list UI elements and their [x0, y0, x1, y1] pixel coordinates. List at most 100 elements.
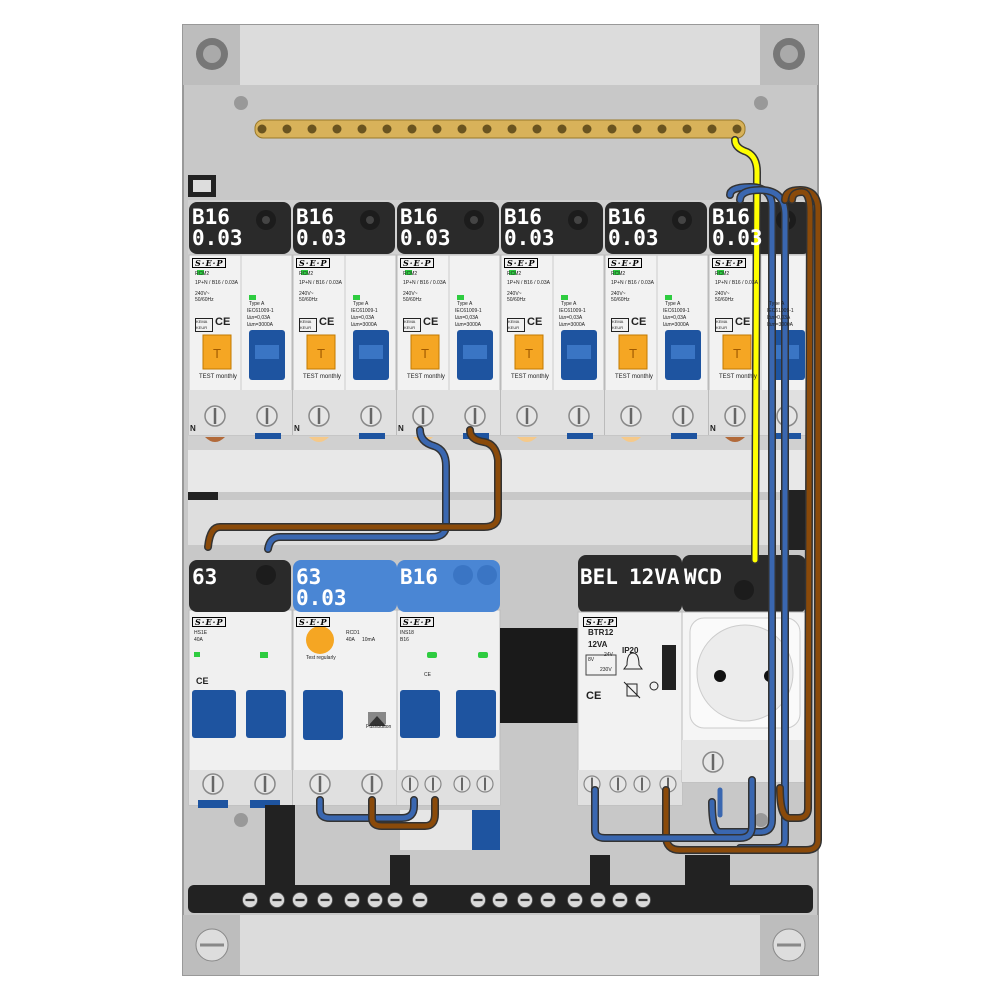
spec-text: Type A: [561, 301, 577, 307]
terminal-screw-icon: [619, 404, 643, 428]
sensitivity: 0.03: [296, 226, 347, 250]
spec-text: HS1E: [194, 630, 208, 636]
mcb-label: B16: [400, 565, 438, 589]
main-switch-label: 63: [192, 565, 218, 589]
spec-text: I∆n=0,03A: [351, 315, 375, 321]
spec-text: 40A: [346, 637, 355, 643]
socket-label: WCD: [684, 565, 722, 589]
breaker-toggle[interactable]: [561, 330, 597, 380]
terminal-screw-icon: [492, 892, 508, 908]
neutral-mark: N: [398, 424, 404, 433]
spec-text: 1P+N / B16 / 0.03A: [299, 280, 342, 286]
test-button[interactable]: T: [514, 334, 544, 370]
ce-mark: CE: [735, 316, 751, 328]
ce-mark: CE: [423, 316, 439, 328]
svg-text:T: T: [316, 347, 325, 361]
spec-text: IEC61009-1: [559, 308, 586, 314]
terminal-screw-icon: [317, 892, 333, 908]
terminal-screw-icon: [475, 774, 495, 794]
ce-mark: CE: [631, 316, 647, 328]
ce-mark: CE: [215, 316, 231, 328]
waste-bin-icon: [623, 681, 641, 699]
rcbo-module: T: [396, 202, 501, 442]
terminal-screw-icon: [344, 892, 360, 908]
spec-text: 240V~: [299, 291, 314, 297]
breaker-toggle[interactable]: [457, 330, 493, 380]
spec-text: 230V: [600, 667, 612, 673]
brand-logo: S·E·P: [296, 617, 331, 627]
spec-text: 50/60Hz: [299, 297, 318, 303]
spec-text: Type A: [249, 301, 265, 307]
terminal-screw-icon: [412, 892, 428, 908]
terminal-screw-icon: [590, 892, 606, 908]
terminal-screw-icon: [612, 892, 628, 908]
spec-text: 240V~: [195, 291, 210, 297]
ce-mark: CE: [196, 676, 209, 686]
terminal-screw-icon: [463, 404, 487, 428]
brand-logo: S·E·P: [712, 258, 747, 268]
spec-text: IEC61009-1: [767, 308, 794, 314]
rcd-toggle[interactable]: [303, 690, 343, 740]
terminal-screw-icon: [201, 772, 225, 796]
spec-text: RCM2: [195, 271, 210, 277]
bell-icon: [623, 652, 643, 670]
terminal-screw-icon: [671, 404, 695, 428]
breaker-toggle[interactable]: [665, 330, 701, 380]
spec-text: RCM2: [507, 271, 522, 277]
test-button[interactable]: T: [306, 334, 336, 370]
rating: B16: [296, 205, 334, 229]
rcd-label: 63: [296, 565, 322, 589]
spec-text: 1P+N / B16 / 0.03A: [403, 280, 446, 286]
svg-text:T: T: [212, 347, 221, 361]
rcbo-module: T: [604, 202, 709, 442]
spec-text: 1P+N / B16 / 0.03A: [195, 280, 238, 286]
spec-text: 12VA: [588, 640, 608, 649]
terminal-screw-icon: [517, 892, 533, 908]
test-button[interactable]: T: [202, 334, 232, 370]
spec-text: 10mA: [362, 637, 376, 643]
sensitivity: 0.03: [712, 226, 763, 250]
rcd-sensitivity: 0.03: [296, 586, 347, 610]
spec-text: 8V: [588, 657, 595, 663]
spec-text: IEC61009-1: [663, 308, 690, 314]
spec-text: I∆n=0,03A: [663, 315, 687, 321]
spec-text: 40A: [194, 637, 203, 643]
test-button[interactable]: T: [722, 334, 752, 370]
terminal-screw-icon: [269, 892, 285, 908]
breaker-toggle[interactable]: [353, 330, 389, 380]
sensitivity: 0.03: [192, 226, 243, 250]
spec-text: 240V~: [611, 291, 626, 297]
test-label: Test regularly: [306, 655, 336, 661]
terminal-screw-icon: [307, 404, 331, 428]
spec-text: Type A: [665, 301, 681, 307]
main-switch-toggle[interactable]: [192, 690, 286, 738]
neutral-bar: [242, 892, 651, 908]
terminal-screw-icon: [423, 774, 443, 794]
mcb-toggle[interactable]: [400, 690, 496, 738]
spec-text: I∆n=0,03A: [559, 315, 583, 321]
spec-text: Pushbutton: [366, 724, 392, 730]
spec-text: I∆m=3000A: [663, 322, 689, 328]
brand-logo: S·E·P: [192, 617, 227, 627]
brand-logo: S·E·P: [608, 258, 643, 268]
terminal-screw-icon: [387, 892, 403, 908]
ce-mark: CE: [586, 690, 602, 702]
neutral-mark: N: [294, 424, 300, 433]
test-button[interactable]: T: [410, 334, 440, 370]
breaker-toggle[interactable]: [249, 330, 285, 380]
brand-logo: S·E·P: [504, 258, 539, 268]
brand-logo: S·E·P: [192, 258, 227, 268]
spec-text: I∆n=0,03A: [247, 315, 271, 321]
terminal-screw-icon: [411, 404, 435, 428]
kema-mark-icon: KEMA KEUR: [403, 318, 421, 332]
spec-text: B16: [400, 637, 409, 643]
test-label: TEST monthly: [511, 374, 549, 380]
spec-text: IEC61009-1: [247, 308, 274, 314]
test-button[interactable]: T: [618, 334, 648, 370]
rating: B16: [712, 205, 750, 229]
terminal-screw-icon: [635, 892, 651, 908]
spec-text: I∆m=3000A: [767, 322, 793, 328]
spec-text: Type A: [769, 301, 785, 307]
ce-mark: CE: [424, 672, 431, 678]
